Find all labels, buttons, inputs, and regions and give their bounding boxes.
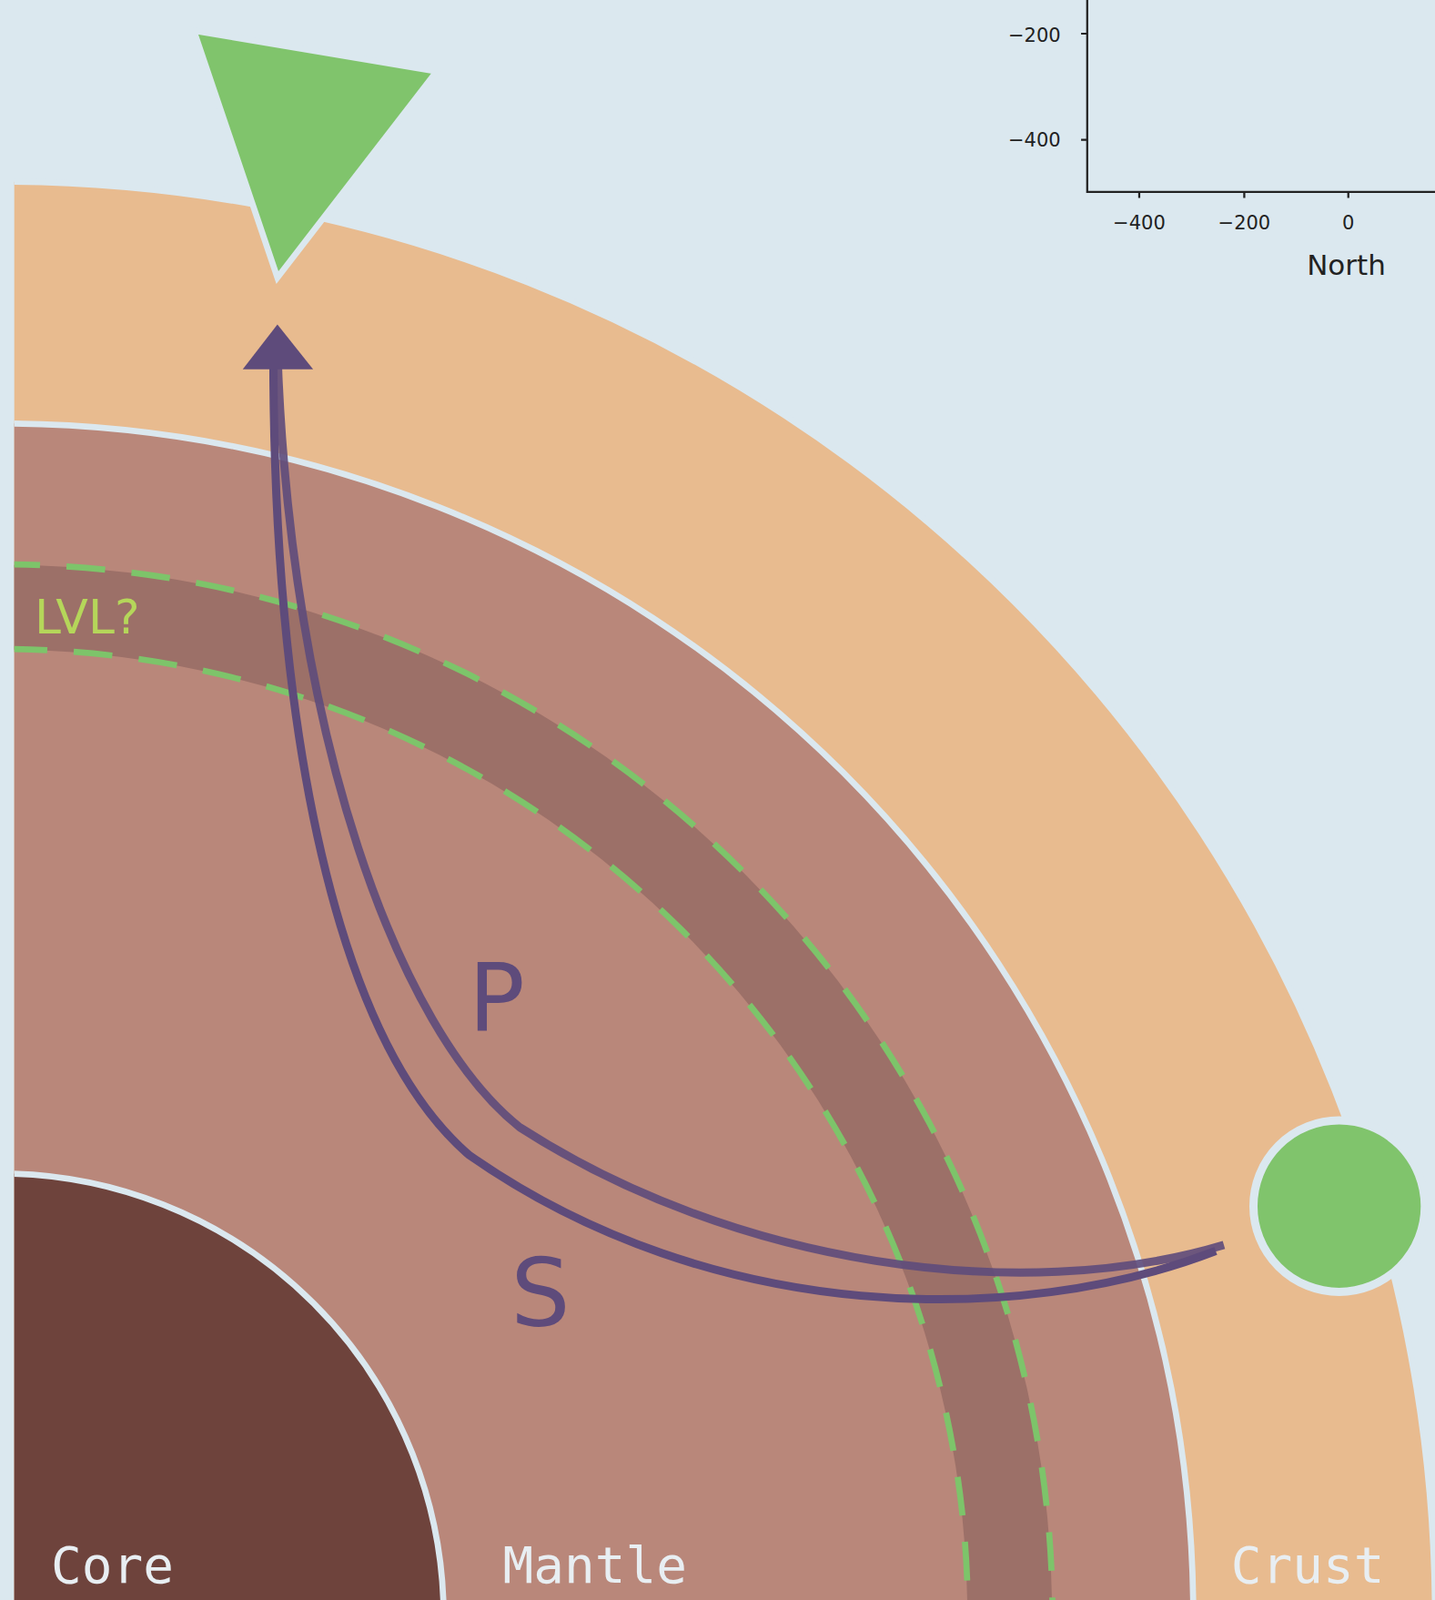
axis-title: North [1306,251,1386,280]
axis-tick-label: −400 [1112,213,1166,233]
mantle-layer [14,423,1194,1600]
lvl-boundary [14,648,969,1600]
axis-tick-label: 0 [1342,213,1355,233]
lvl-boundary [14,564,1053,1600]
crust-layer [14,181,1435,1600]
axis-tick-label: −200 [1008,26,1062,46]
inset-axes [1081,0,1435,199]
arrowhead [242,324,314,370]
ray-paths [272,352,1224,1300]
core-layer [14,1172,445,1600]
phase-label: P [468,950,526,1045]
layer-label: Core [50,1539,174,1591]
lvl-band [14,606,1011,1600]
layer-label: LVL? [34,593,140,641]
layer-label: Crust [1231,1539,1385,1591]
phase-label: S [510,1246,570,1341]
station-symbol [193,30,437,278]
layer-label: Mantle [503,1539,688,1591]
source-symbol [1253,1120,1425,1292]
axis-tick-label: −200 [1218,213,1272,233]
axis-tick-label: −400 [1008,131,1062,151]
